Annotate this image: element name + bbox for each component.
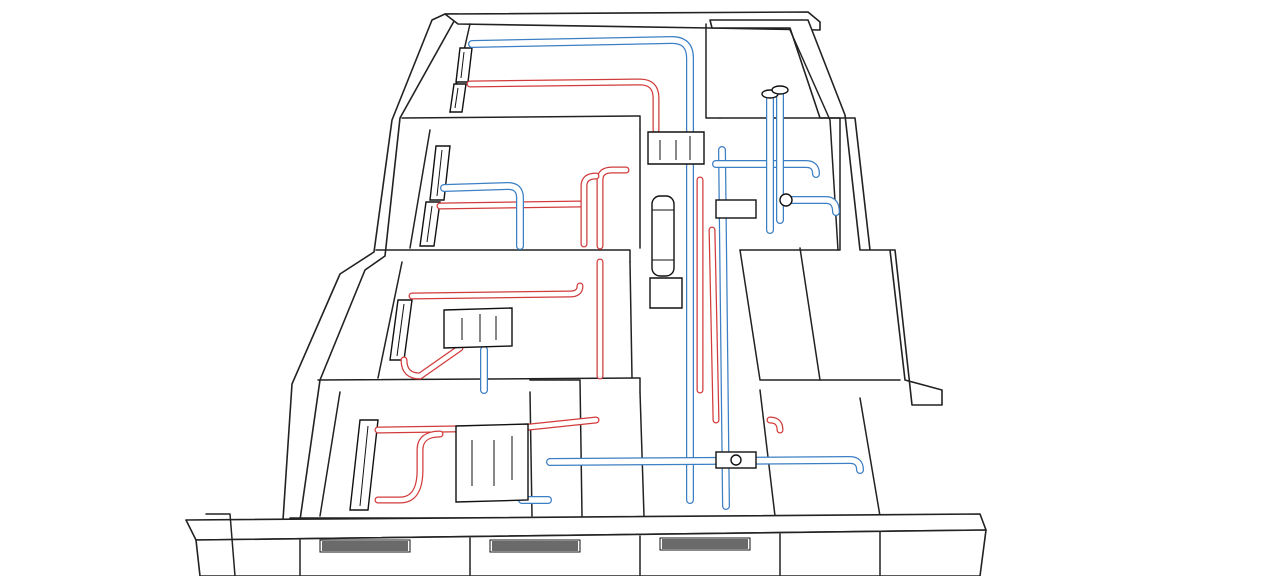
partition-d: [319, 391, 341, 517]
building-structure: [185, 11, 987, 576]
fan-coil-unit-icon: [649, 277, 683, 309]
stair-wall-2: [799, 247, 821, 381]
radiator-icon: [349, 419, 379, 511]
stair-wall: [739, 249, 901, 381]
radiator-icon: [389, 299, 413, 361]
stair-wall-3: [759, 389, 776, 517]
fan-coil-unit-icon: [647, 131, 705, 165]
partition-f: [629, 261, 633, 379]
right-core-walls: [709, 19, 943, 406]
equipment: [443, 85, 793, 503]
air-grille-icon: [659, 537, 751, 551]
valve-icon: [715, 193, 793, 219]
base-col-left: [205, 513, 236, 576]
slab-3: [317, 377, 641, 393]
right-partition-2: [529, 391, 533, 517]
right-partition: [859, 397, 881, 517]
slab-2: [375, 249, 631, 263]
return-piping: [440, 36, 864, 510]
air-grilles: [319, 537, 751, 553]
air-grille-icon: [319, 539, 411, 553]
room-corner: [529, 379, 583, 517]
slab-1: [401, 115, 641, 131]
shaft-left: [705, 23, 721, 119]
radiator-icon: [449, 83, 467, 113]
fan-coil-unit-icon: [443, 307, 513, 349]
valve-icon: [761, 85, 789, 99]
radiator-icon: [419, 201, 441, 247]
partition-c: [377, 261, 403, 379]
fan-coil-unit-icon: [455, 423, 529, 503]
radiator-icon: [455, 47, 473, 83]
partition-b: [409, 129, 431, 249]
valve-icon: [715, 451, 757, 469]
partition-g: [639, 391, 645, 517]
air-grille-icon: [489, 539, 581, 553]
air-separator-icon: [651, 195, 675, 277]
